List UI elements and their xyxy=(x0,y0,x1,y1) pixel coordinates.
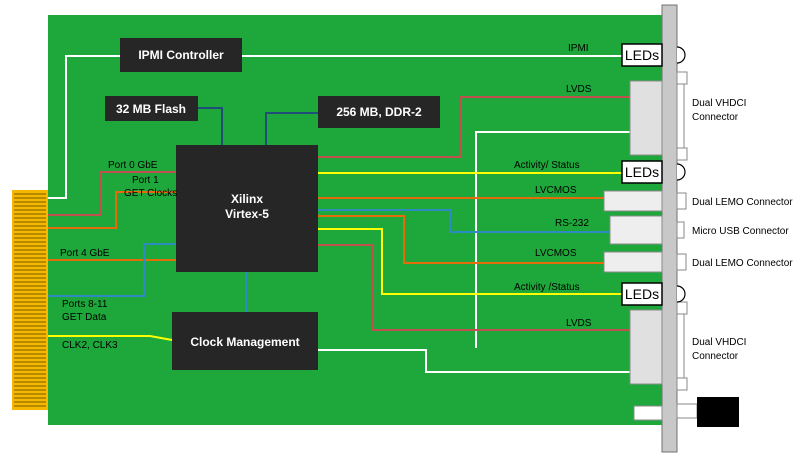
ejector-handle xyxy=(633,397,739,427)
wire-ports8-11 xyxy=(48,243,176,297)
led-label-1: LEDs xyxy=(625,47,659,63)
signal-rs232: RS-232 xyxy=(555,218,589,229)
wire-lvcmos-2 xyxy=(318,215,604,264)
port4-label: Port 4 GbE xyxy=(60,248,110,259)
signal-lvds-bottom: LVDS xyxy=(566,318,592,329)
port0-label: Port 0 GbE xyxy=(108,160,158,171)
fpga-label-line2: Virtex-5 xyxy=(225,207,269,221)
wire-rs232 xyxy=(318,209,610,233)
ports8-11-label-line1: Ports 8-11 xyxy=(62,299,108,310)
edge-connector xyxy=(12,190,48,410)
wires xyxy=(48,55,632,373)
signal-lvds-top: LVDS xyxy=(566,84,592,95)
wire-ddr xyxy=(265,112,318,145)
wire-lvds-bottom xyxy=(318,244,632,331)
pcb-board xyxy=(48,15,662,425)
usb-connector xyxy=(609,215,685,245)
wire-port0 xyxy=(48,171,176,216)
wire-port1 xyxy=(48,191,176,229)
signal-activity-status-1: Activity/ Status xyxy=(514,160,580,171)
fpga-label-line1: Xilinx xyxy=(231,192,263,206)
wire-clk xyxy=(48,335,173,341)
signal-activity-status-2: Activity /Status xyxy=(514,282,580,293)
lemo-connector-2 xyxy=(603,251,687,273)
vhdci-connector-bottom xyxy=(629,301,688,391)
vhdci-top-label-line2: Connector xyxy=(692,112,739,123)
vhdci-top-label-line1: Dual VHDCI xyxy=(692,98,746,109)
signal-ipmi: IPMI xyxy=(568,43,589,54)
usb-label: Micro USB Connector xyxy=(692,226,789,237)
led-block-2: LEDs xyxy=(621,160,686,184)
led-label-3: LEDs xyxy=(625,286,659,302)
wire-lvds-top xyxy=(318,96,632,158)
port1-label-line2: GET Clocks xyxy=(124,188,177,199)
vhdci-bottom-label-line1: Dual VHDCI xyxy=(692,337,746,348)
clock-management-label: Clock Management xyxy=(190,335,299,349)
wire-ipmi-edge xyxy=(48,55,120,199)
led-block-3: LEDs xyxy=(621,282,686,306)
flash-block: 32 MB Flash xyxy=(105,96,198,121)
clock-management-block: Clock Management xyxy=(172,312,318,370)
wire-activity-2 xyxy=(318,228,622,295)
flash-label: 32 MB Flash xyxy=(116,102,186,116)
wire-flash xyxy=(198,107,223,145)
lemo-1-label: Dual LEMO Connector xyxy=(692,197,793,208)
lemo-connector-1 xyxy=(603,190,687,212)
lemo-2-label: Dual LEMO Connector xyxy=(692,258,793,269)
vhdci-connector-top xyxy=(629,71,688,161)
ipmi-controller-label: IPMI Controller xyxy=(138,48,224,62)
wire-white-vert xyxy=(475,131,632,348)
port1-label-line1: Port 1 xyxy=(132,175,159,186)
ddr-label: 256 MB, DDR-2 xyxy=(336,105,422,119)
ddr-block: 256 MB, DDR-2 xyxy=(318,96,440,128)
ipmi-controller-block: IPMI Controller xyxy=(120,38,242,72)
front-panel xyxy=(661,4,678,453)
clk-label: CLK2, CLK3 xyxy=(62,340,118,351)
led-block-1: LEDs xyxy=(621,43,686,67)
led-label-2: LEDs xyxy=(625,164,659,180)
signal-lvcmos-1: LVCMOS xyxy=(535,185,577,196)
vhdci-bottom-label-line2: Connector xyxy=(692,351,739,362)
fpga-block: Xilinx Virtex-5 xyxy=(176,145,318,272)
signal-lvcmos-2: LVCMOS xyxy=(535,248,577,259)
ports8-11-label-line2: GET Data xyxy=(62,312,107,323)
wire-white-lower xyxy=(318,349,632,373)
